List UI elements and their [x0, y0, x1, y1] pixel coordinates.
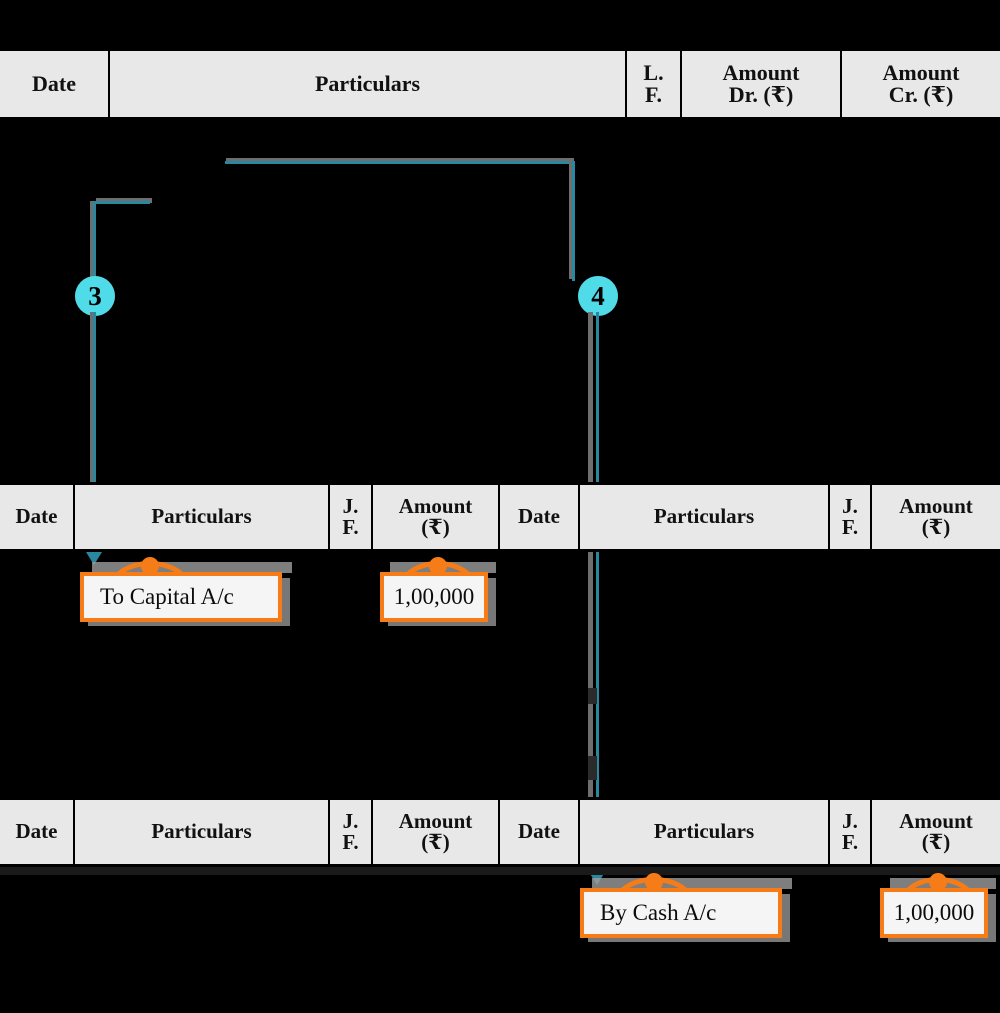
callout-debit-particulars-hanger-shadow: [92, 562, 292, 573]
connector-3-vertical-upper: [93, 201, 96, 281]
cash-ledger-col-amount-dr: Amount (₹): [373, 485, 500, 549]
journal-col-date: Date: [0, 51, 110, 117]
journal-entry-table: Date Particulars L. F. Amount Dr. (₹) Am…: [0, 48, 1000, 120]
connector-3-top-shadow: [96, 198, 152, 203]
capital-ledger-col-particulars-cr: Particulars: [580, 800, 830, 864]
cash-ledger-col-particulars-dr: Particulars: [75, 485, 330, 549]
step-badge-4[interactable]: 4: [578, 276, 618, 316]
step-badge-3-label: 3: [88, 280, 102, 311]
cash-ledger-col-date-dr: Date: [0, 485, 75, 549]
callout-debit-particulars[interactable]: To Capital A/c: [80, 572, 282, 622]
connector-4-vert-shadow: [569, 161, 574, 279]
callout-credit-particulars[interactable]: By Cash A/c: [580, 888, 782, 938]
connector-3-arrowhead: [86, 552, 102, 565]
journal-col-amount-cr: Amount Cr. (₹): [842, 51, 1000, 117]
connector-4-vertical-upper: [572, 161, 575, 281]
journal-col-particulars: Particulars: [110, 51, 627, 117]
connector-4-vertical-lower: [596, 312, 599, 878]
capital-ledger-col-particulars-dr: Particulars: [75, 800, 330, 864]
connector-3-down-shadow: [90, 312, 95, 554]
callout-credit-particulars-text: By Cash A/c: [600, 900, 717, 925]
step-badge-4-label: 4: [591, 280, 605, 311]
cash-ledger-col-amount-cr: Amount (₹): [872, 485, 1000, 549]
capital-ledger-col-jf-dr: J. F.: [330, 800, 373, 864]
callout-credit-amount[interactable]: 1,00,000: [880, 888, 988, 938]
cash-ledger-col-particulars-cr: Particulars: [580, 485, 830, 549]
connector-3-top-horizontal: [93, 201, 150, 204]
connector-3-vert-shadow: [90, 201, 95, 279]
connector-4-top-horizontal: [225, 161, 573, 164]
callout-credit-amount-text: 1,00,000: [893, 900, 975, 925]
callout-debit-amount-text: 1,00,000: [393, 584, 475, 609]
capital-ledger-col-date-cr: Date: [500, 800, 580, 864]
connector-4-top-shadow: [226, 158, 574, 163]
connector-notch-lower: [588, 756, 597, 780]
capital-account-ledger: Date Particulars J. F. Amount (₹) Date P…: [0, 797, 1000, 867]
journal-col-lf: L. F.: [627, 51, 682, 117]
cash-account-ledger: Date Particulars J. F. Amount (₹) Date P…: [0, 482, 1000, 552]
journal-col-amount-dr: Amount Dr. (₹): [682, 51, 842, 117]
cash-ledger-col-jf-cr: J. F.: [830, 485, 872, 549]
capital-ledger-col-amount-cr: Amount (₹): [872, 800, 1000, 864]
capital-ledger-col-date-dr: Date: [0, 800, 75, 864]
cash-ledger-col-jf-dr: J. F.: [330, 485, 373, 549]
capital-ledger-underline: [0, 867, 1000, 875]
connector-notch-upper: [588, 688, 597, 704]
callout-debit-particulars-text: To Capital A/c: [100, 584, 234, 609]
connector-4-down-shadow: [588, 312, 593, 874]
step-badge-3[interactable]: 3: [75, 276, 115, 316]
capital-ledger-col-jf-cr: J. F.: [830, 800, 872, 864]
callout-debit-amount[interactable]: 1,00,000: [380, 572, 488, 622]
connector-3-vertical-lower: [93, 312, 96, 557]
capital-ledger-col-amount-dr: Amount (₹): [373, 800, 500, 864]
cash-ledger-col-date-cr: Date: [500, 485, 580, 549]
